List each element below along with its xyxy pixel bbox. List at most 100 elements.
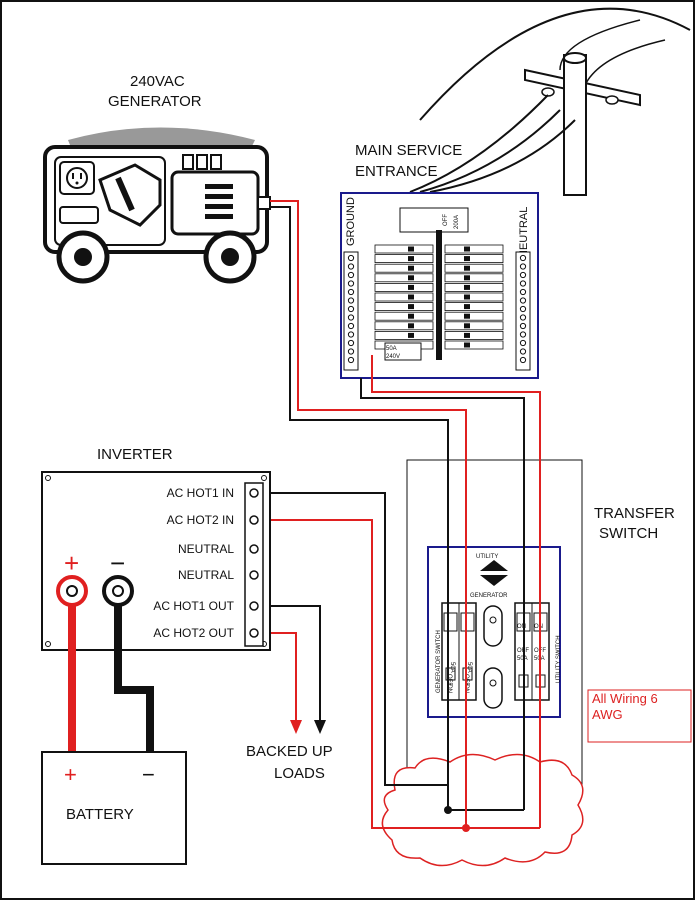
generator-tank (68, 127, 255, 150)
transfer-switch: TRANSFER SWITCH UTILITY GENERATOR GENERA… (406, 459, 675, 796)
neutral-bus-screw (519, 263, 527, 270)
breaker-toggle (464, 332, 470, 338)
inverter-terminal-screw (249, 488, 259, 498)
hot-junction-dot (462, 824, 470, 832)
neutral-bus-screw (519, 331, 527, 338)
red-wires (270, 200, 541, 829)
ground-bus-screw (347, 254, 355, 262)
generator-output-terminal (257, 196, 271, 210)
inverter-box (41, 471, 271, 651)
battery-negative-cable (114, 605, 154, 752)
breaker-toggle (408, 313, 414, 319)
panel-branch-breaker (444, 273, 504, 283)
panel-bus-bar (436, 230, 442, 360)
ground-bus-screw (347, 314, 355, 321)
util-breaker-on-1: ON (517, 624, 526, 630)
neutral-junction-dot (444, 806, 452, 814)
inverter-terminal-strip (244, 482, 264, 647)
breaker-toggle (408, 246, 414, 252)
ground-bus-screw (347, 305, 355, 313)
inverter-terminal-screw (249, 570, 259, 580)
panel-branch-breaker (444, 263, 504, 273)
utility-breaker: ON ON OFF OFF 50A 50A (514, 602, 550, 701)
breaker-toggle (464, 275, 470, 281)
neutral-bus-screw (519, 297, 527, 304)
transfer-switch-label-line1: TRANSFER (594, 505, 675, 522)
generator-label-line1: 240VAC (130, 73, 185, 90)
panel-breaker-volts: 240V (386, 354, 400, 360)
inverter-terminal-label: AC HOT1 IN (167, 486, 234, 500)
generator-switches-icon (182, 154, 222, 170)
load-arrow-black-icon (314, 720, 326, 734)
interlock-slot-bottom-icon (483, 667, 503, 709)
neutral-bus-screw (519, 314, 527, 321)
breaker-toggle (464, 323, 470, 329)
neutral-bus-screw (519, 280, 527, 287)
util-breaker-amps-1: 50A (517, 656, 528, 662)
ground-bus-screw (347, 288, 355, 296)
neutral-bus-screw (519, 339, 527, 347)
inverter-terminal-label: AC HOT1 OUT (153, 599, 234, 613)
inverter-terminal-label: AC HOT2 IN (167, 513, 234, 527)
panel-50a-breaker (384, 342, 422, 361)
ground-bus-screw (347, 297, 355, 304)
ground-label: GROUND (345, 197, 357, 246)
main-service-label-line2: ENTRANCE (355, 163, 438, 180)
ground-bus-screw (347, 331, 355, 338)
breaker-toggle (464, 265, 470, 271)
panel-branch-breaker (444, 302, 504, 312)
panel-branch-breaker (374, 302, 434, 312)
inverter-plus-sign: + (64, 548, 79, 578)
panel-branch-breaker (444, 244, 504, 254)
arrow-up-icon (480, 560, 508, 571)
panel-branch-breaker (444, 254, 504, 264)
panel-branch-breaker (374, 244, 434, 254)
inverter-terminal-label: AC HOT2 OUT (153, 626, 234, 640)
neutral-bus-screw (519, 305, 527, 313)
main-service-entrance: MAIN SERVICE ENTRANCE GROUND NEUTRAL OFF… (340, 142, 539, 379)
neutral-bus-screw (519, 356, 527, 364)
main-breaker (399, 207, 469, 233)
neutral-bus-screw (519, 322, 527, 330)
generator: 240VAC GENERATOR (43, 73, 271, 284)
inverter-terminal-screw (249, 544, 259, 554)
gen-breaker-amps-1: 50A (449, 662, 455, 673)
generator-switch-label: GENERATOR SWITCH (436, 630, 442, 693)
generator-handle-icon (59, 206, 99, 224)
inverter-terminal-screw (249, 515, 259, 525)
panel-branch-breaker (374, 292, 434, 302)
breaker-toggle (464, 342, 470, 348)
ground-bus-screw (347, 356, 355, 364)
panel-branch-breaker (374, 321, 434, 331)
breaker-toggle (408, 323, 414, 329)
load-arrow-red-icon (290, 720, 302, 734)
breaker-toggle (408, 256, 414, 262)
panel-branch-breaker (444, 330, 504, 340)
breaker-toggle (464, 246, 470, 252)
utility-pole-icon (409, 7, 691, 196)
breaker-toggle (408, 265, 414, 271)
ground-bus-screw (347, 263, 355, 270)
breaker-toggle (408, 294, 414, 300)
breaker-toggle (464, 304, 470, 310)
panel-branch-breaker (374, 282, 434, 292)
generator-vent-icon (205, 184, 233, 219)
interlock-slot-top-icon (483, 605, 503, 647)
arrow-down-icon (480, 575, 508, 586)
ground-bus-screw (347, 280, 355, 287)
neutral-bus-screw (519, 271, 527, 279)
ground-bus-screw (347, 271, 355, 279)
battery-minus-sign: − (142, 762, 155, 787)
util-breaker-on-2: ON (534, 624, 543, 630)
inverter-terminal-screw (249, 628, 259, 638)
ground-bus-screw (347, 322, 355, 330)
breaker-toggle (464, 294, 470, 300)
generator-position-label: GENERATOR (470, 593, 508, 599)
wiring-note-line2: AWG (592, 707, 623, 722)
inverter-terminal-label: NEUTRAL (178, 568, 234, 582)
breaker-toggle (464, 284, 470, 290)
main-breaker-amps: 200A (454, 215, 460, 229)
inverter-positive-terminal-icon (56, 575, 88, 607)
